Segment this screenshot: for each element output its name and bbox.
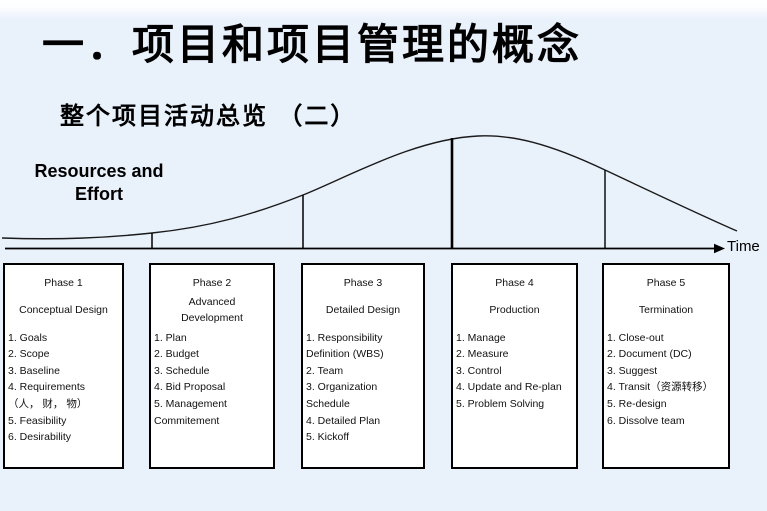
phase-item: 3. Baseline [8,364,60,377]
phase-subtitle: Advanced Development [181,295,243,325]
y-axis-label: Resources and Effort [34,161,164,204]
phase-item: 2. Team [306,364,344,377]
phase-item: 2. Budget [154,348,199,361]
phase-item: 3. Suggest [607,364,658,377]
phase-box-3: Phase 3 Detailed Design 1. Responsibilit… [301,263,425,469]
phase-item: 3. Schedule [154,364,210,377]
phase-item-list: 1. Goals 2. Scope 3. Baseline 4. Require… [5,329,122,446]
phase-item: 2. Document (DC) [607,348,692,361]
phase-item: 4. Requirements [8,381,86,394]
phase-item-list: 1. Manage 2. Measure 3. Control 4. Updat… [453,329,576,413]
phase-title: Phase 3 [343,277,383,289]
phase-box-4: Phase 4 Production 1. Manage 2. Measure … [451,263,578,469]
phase-subtitle: Detailed Design [325,303,401,316]
phase-item: 1. Manage [456,331,506,344]
phase-item: 3. Organization Schedule [306,381,378,410]
phase-title: Phase 1 [44,277,83,289]
phase-item: 4. Update and Re-plan [456,381,562,394]
phase-item-list: 1. Responsibility Definition (WBS) 2. Te… [303,329,423,446]
phase-item: 6. Dissolve team [607,414,685,427]
phase-item: 5. Problem Solving [456,397,545,410]
phase-item: 6. Desirability [8,431,72,444]
phase-item: 5. Kickoff [306,431,349,444]
phase-item: 4. Detailed Plan [306,414,381,427]
phase-item: 2. Scope [8,348,50,361]
phase-title: Phase 5 [646,277,686,289]
phase-subtitle: Production [489,303,540,316]
phase-item: 4. Transit（资源转移） [607,381,714,394]
phase-subtitle: Conceptual Design [19,303,108,316]
time-axis-arrow [714,243,725,254]
phase-item: 2. Measure [456,348,509,361]
phase-box-1: Phase 1 Conceptual Design 1. Goals 2. Sc… [3,263,124,469]
slide-subtitle: 整个项目活动总览 （二） [60,102,357,130]
phase-item: 3. Control [456,364,502,377]
slide-title: 一．项目和项目管理的概念 [42,20,583,69]
phase-item: 1. Responsibility Definition (WBS) [306,331,384,361]
x-axis-label: Time [727,238,760,255]
phase-item-list: 1. Close-out 2. Document (DC) 3. Suggest… [604,329,728,430]
phase-box-5: Phase 5 Termination 1. Close-out 2. Docu… [602,263,730,469]
phase-item: 5. Re-design [607,397,667,410]
phase-box-2: Phase 2 Advanced Development 1. Plan 2. … [149,263,275,469]
effort-curve-path [1,135,738,240]
phase-item-list: 1. Plan 2. Budget 3. Schedule 4. Bid Pro… [151,329,273,430]
phase-item: （人， 财， 物） [8,397,88,410]
phase-item: 5. Feasibility [8,414,67,427]
phase-item: 4. Bid Proposal [154,381,226,394]
phase-item: 1. Goals [8,331,48,344]
phase-title: Phase 2 [192,277,232,289]
phase-title: Phase 4 [495,277,534,289]
phase-item: 1. Close-out [607,331,664,344]
phase-item: 5. Management Commitement [154,397,227,427]
phase-subtitle: Termination [638,303,694,316]
phase-item: 1. Plan [154,331,187,344]
